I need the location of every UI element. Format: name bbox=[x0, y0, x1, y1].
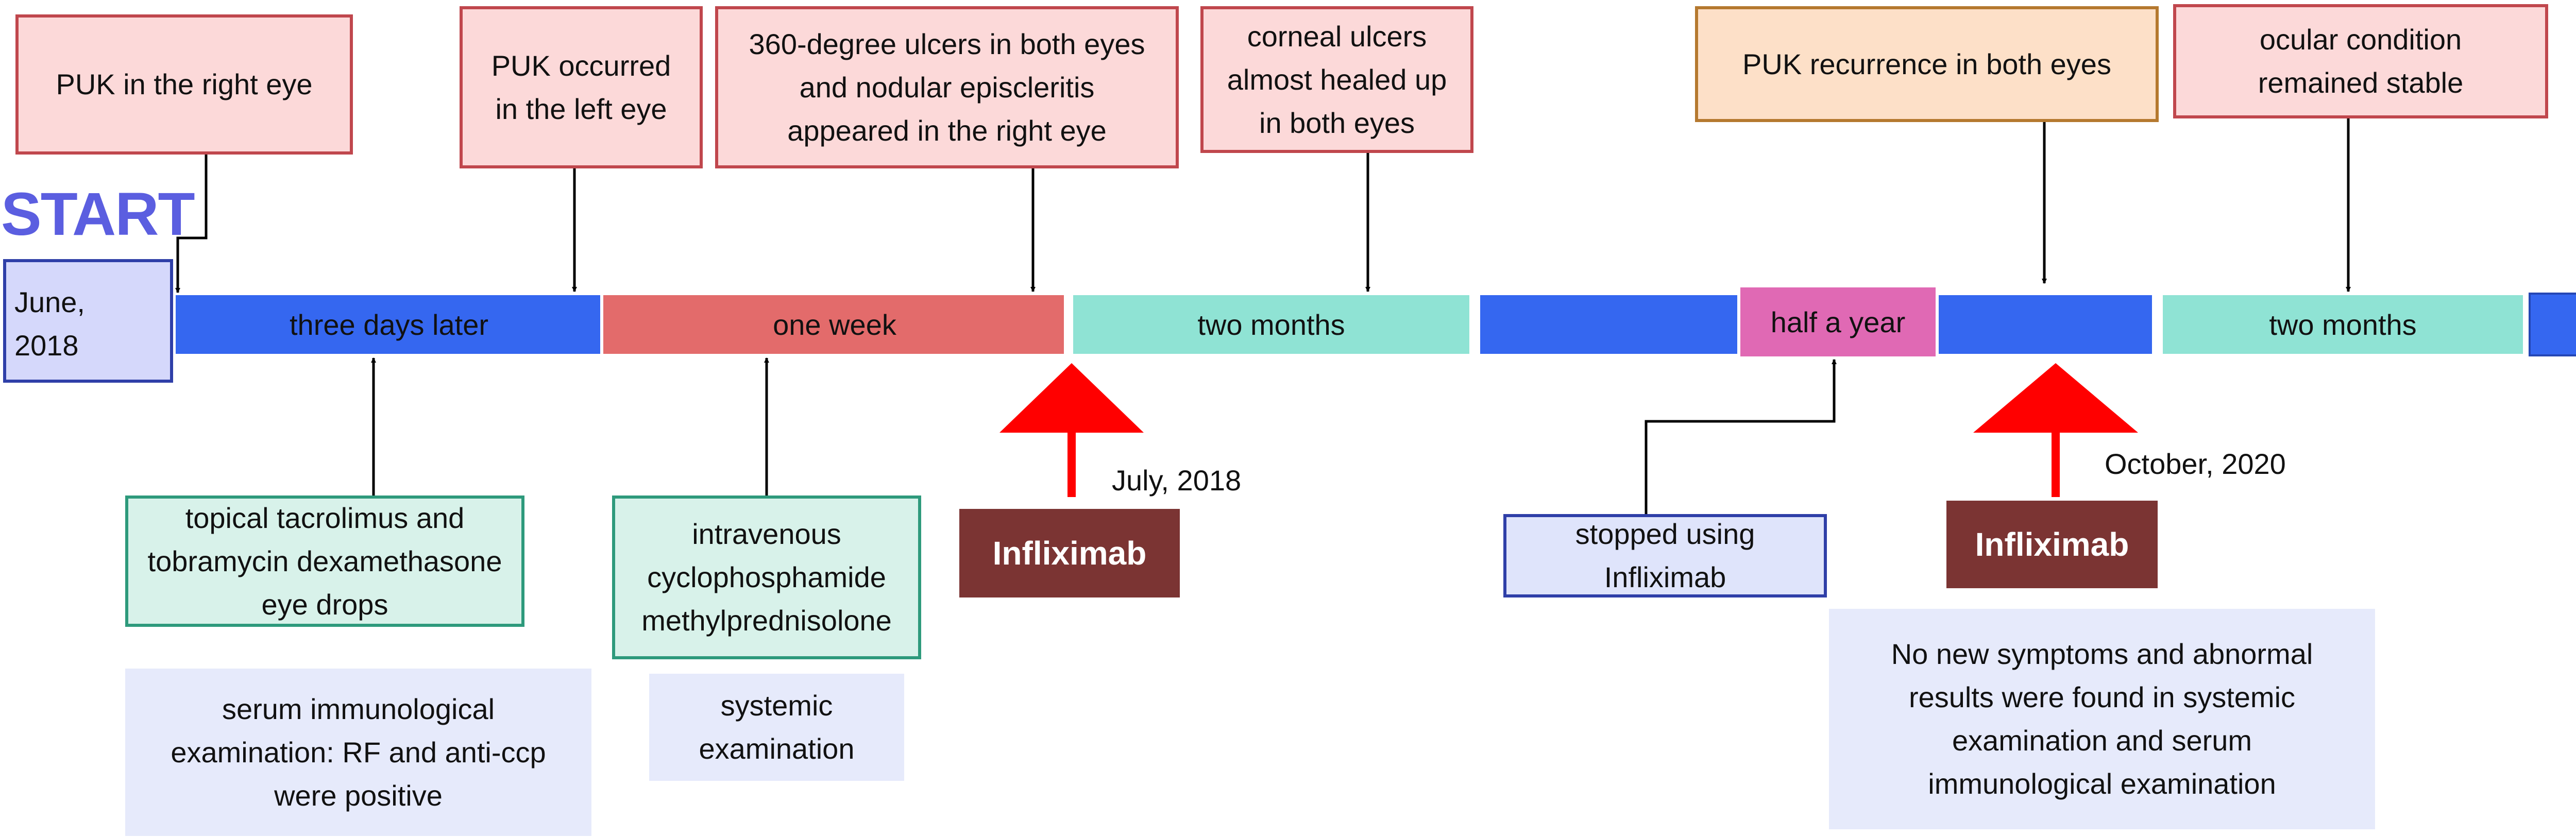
event-text-line: almost healed up bbox=[1227, 63, 1447, 96]
exam-box-no-new-symptoms: No new symptoms and abnormal results wer… bbox=[1829, 609, 2375, 829]
exam-text-line: serum immunological bbox=[222, 692, 495, 725]
treatment-box-eye-drops: topical tacrolimus and tobramycin dexame… bbox=[125, 496, 524, 627]
stop-box-infliximab: stopped using Infliximab bbox=[1503, 514, 1827, 597]
stop-text-line: Infliximab bbox=[1604, 561, 1726, 593]
segment-label-one-week: one week bbox=[773, 308, 896, 341]
event-text-line: PUK occurred bbox=[491, 49, 671, 82]
event-text-line: ocular condition bbox=[2259, 23, 2462, 56]
event-text-line: appeared in the right eye bbox=[787, 114, 1107, 147]
segment-one-week bbox=[600, 292, 1067, 357]
drug-box-infliximab-2: Infliximab bbox=[1946, 501, 2158, 588]
treatment-text-line: eye drops bbox=[261, 588, 388, 621]
treatment-text-line: cyclophosphamide bbox=[647, 561, 886, 593]
connector-stop-infliximab bbox=[1645, 359, 1837, 514]
event-text-line: in the left eye bbox=[495, 92, 667, 125]
stop-text-line: stopped using bbox=[1575, 518, 1755, 550]
event-text-line: and nodular episcleritis bbox=[799, 71, 1095, 104]
start-date-month: June, bbox=[14, 286, 85, 318]
treatment-text-line: methylprednisolone bbox=[641, 604, 892, 637]
event-box-condition-stable: ocular condition remained stable bbox=[2173, 4, 2548, 118]
segment-label-two-months-1: two months bbox=[1197, 308, 1345, 341]
exam-text-line: were positive bbox=[274, 779, 443, 812]
segment-three-days bbox=[173, 292, 603, 357]
event-box-puk-recurrence: PUK recurrence in both eyes bbox=[1695, 6, 2159, 122]
event-text-line: PUK recurrence in both eyes bbox=[1742, 47, 2111, 80]
exam-text-line: immunological examination bbox=[1928, 767, 2276, 800]
start-date-year: 2018 bbox=[14, 329, 79, 362]
exam-box-systemic: systemic examination bbox=[649, 674, 904, 781]
exam-text-line: examination and serum bbox=[1952, 724, 2252, 757]
timeline-arrow-head bbox=[2529, 293, 2576, 356]
segment-blue-gap bbox=[1477, 292, 1743, 357]
treatment-box-iv: intravenous cyclophosphamide methylpredn… bbox=[612, 496, 921, 659]
segment-two-months-1 bbox=[1070, 292, 1472, 357]
event-text-line: in both eyes bbox=[1259, 106, 1415, 139]
event-text-line: remained stable bbox=[2258, 66, 2464, 99]
segment-label-two-months-2: two months bbox=[2269, 308, 2417, 341]
drug-arrow-up-1 bbox=[999, 363, 1144, 497]
drug-date-july-2018: July, 2018 bbox=[1112, 464, 1242, 497]
start-label: START bbox=[1, 180, 195, 248]
drug-date-october-2020: October, 2020 bbox=[2105, 448, 2286, 480]
treatment-text-line: intravenous bbox=[692, 518, 841, 550]
exam-text-line: examination bbox=[699, 732, 855, 765]
exam-box-serum: serum immunological examination: RF and … bbox=[125, 669, 591, 836]
segment-half-year bbox=[1737, 284, 1939, 360]
drug-arrow-up-2 bbox=[1973, 363, 2138, 497]
exam-text-line: systemic bbox=[720, 689, 833, 722]
treatment-text-line: topical tacrolimus and bbox=[185, 501, 465, 534]
event-box-ulcers-healed: corneal ulcers almost healed up in both … bbox=[1200, 6, 1473, 153]
connector-puk-right-eye bbox=[175, 155, 208, 293]
event-text-line: corneal ulcers bbox=[1247, 20, 1427, 53]
event-box-puk-left-eye: PUK occurred in the left eye bbox=[460, 6, 703, 168]
exam-text-line: results were found in systemic bbox=[1908, 681, 2296, 713]
start-date-box: June, 2018 bbox=[3, 259, 173, 383]
segment-blue-gap-2 bbox=[1936, 292, 2155, 357]
event-text-line: PUK in the right eye bbox=[56, 68, 313, 100]
event-text-line: 360-degree ulcers in both eyes bbox=[749, 27, 1145, 60]
event-box-puk-right-eye: PUK in the right eye bbox=[15, 14, 353, 155]
exam-text-line: examination: RF and anti-ccp bbox=[171, 736, 546, 768]
segment-label-half-year: half a year bbox=[1770, 305, 1906, 338]
treatment-text-line: tobramycin dexamethasone bbox=[147, 544, 502, 577]
segment-label-three-days: three days later bbox=[290, 308, 488, 341]
drug-box-infliximab-1: Infliximab bbox=[959, 509, 1180, 597]
exam-text-line: No new symptoms and abnormal bbox=[1891, 638, 2313, 670]
event-box-360-ulcers: 360-degree ulcers in both eyes and nodul… bbox=[715, 6, 1179, 168]
segment-two-months-2 bbox=[2160, 292, 2526, 357]
